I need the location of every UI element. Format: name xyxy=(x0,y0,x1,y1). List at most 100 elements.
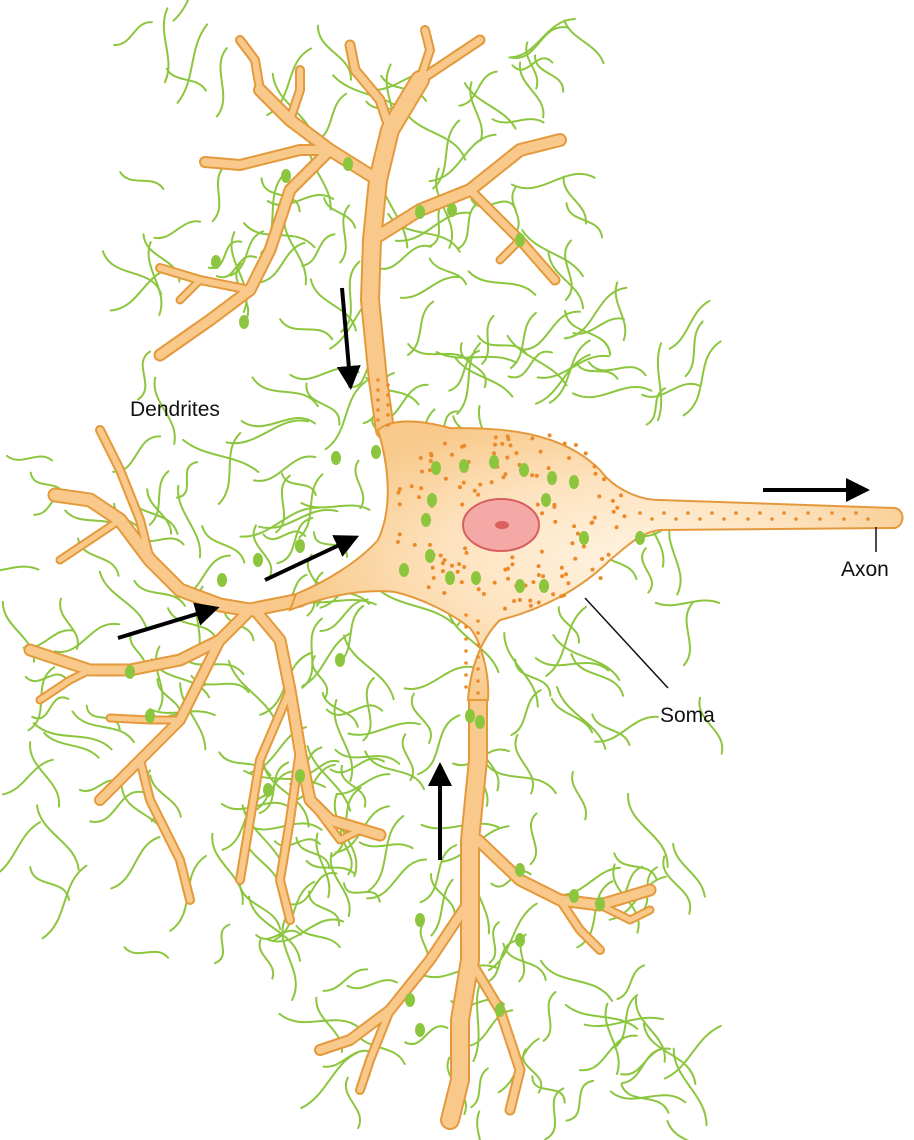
synaptic-fiber xyxy=(324,198,355,228)
cytoplasm-dot xyxy=(450,453,454,457)
synaptic-fiber xyxy=(111,269,174,311)
synaptic-fiber xyxy=(168,608,217,640)
synaptic-fiber xyxy=(377,246,431,269)
dendrite-dot xyxy=(476,667,480,671)
cytoplasm-dot xyxy=(463,546,467,550)
synaptic-fiber xyxy=(301,1053,357,1109)
cytoplasm-dot xyxy=(548,433,552,437)
synaptic-fiber xyxy=(55,624,119,652)
synaptic-knob xyxy=(427,493,437,507)
synaptic-fiber xyxy=(280,319,332,339)
synaptic-fiber xyxy=(564,21,603,64)
synaptic-fiber xyxy=(459,72,496,106)
cytoplasm-dot xyxy=(530,473,534,477)
dendrite-dot xyxy=(386,413,390,417)
synaptic-fiber xyxy=(268,195,334,205)
synaptic-knob xyxy=(331,451,341,465)
synaptic-fiber xyxy=(401,277,459,298)
cytoplasm-dot xyxy=(536,503,540,507)
axon-dot xyxy=(722,517,726,521)
cytoplasm-dot xyxy=(510,555,514,559)
cytoplasm-dot xyxy=(462,565,466,569)
synaptic-knob xyxy=(515,579,525,593)
cytoplasm-dot xyxy=(462,444,466,448)
cytoplasm-dot xyxy=(398,532,402,536)
synaptic-knob xyxy=(489,455,499,469)
synaptic-knob xyxy=(431,461,441,475)
synaptic-fiber xyxy=(567,203,603,237)
cytoplasm-dot xyxy=(432,576,436,580)
cytoplasm-dot xyxy=(493,443,497,447)
axon-dot xyxy=(818,517,822,521)
synaptic-knob xyxy=(465,709,475,723)
cytoplasm-dot xyxy=(398,502,402,506)
axon-dot xyxy=(698,517,702,521)
leader-lines xyxy=(585,527,876,688)
cytoplasm-dot xyxy=(547,466,551,470)
synaptic-fiber xyxy=(621,1049,670,1075)
dendrite-dot xyxy=(386,403,390,407)
cytoplasm-dot xyxy=(531,580,535,584)
synaptic-knob xyxy=(547,471,557,485)
synaptic-fiber xyxy=(642,548,652,592)
synaptic-fiber xyxy=(490,922,499,963)
synaptic-fiber xyxy=(515,735,533,794)
cytoplasm-dot xyxy=(460,503,464,507)
synaptic-fiber xyxy=(249,897,300,961)
dendrite-dot xyxy=(386,393,390,397)
cytoplasm-dot xyxy=(431,566,435,570)
synaptic-fiber xyxy=(229,661,277,725)
cytoplasm-dot xyxy=(597,494,601,498)
synaptic-knob xyxy=(421,513,431,527)
synaptic-fiber xyxy=(667,1121,719,1140)
axon-dot xyxy=(842,517,846,521)
dendrite-dot xyxy=(476,679,480,683)
cytoplasm-dot xyxy=(419,456,423,460)
axon-dot xyxy=(866,517,870,521)
cytoplasm-dot xyxy=(518,598,522,602)
cytoplasm-dot xyxy=(600,557,604,561)
cytoplasm-dot xyxy=(428,543,432,547)
synaptic-fiber xyxy=(606,1004,619,1074)
synaptic-fiber xyxy=(240,885,281,930)
synaptic-knob xyxy=(399,563,409,577)
cytoplasm-dot xyxy=(615,525,619,529)
cytoplasm-dot xyxy=(493,581,497,585)
cytoplasm-dot xyxy=(429,459,433,463)
synaptic-fiber xyxy=(405,667,474,689)
synaptic-fiber xyxy=(611,1092,686,1103)
synaptic-fiber xyxy=(550,341,590,403)
synaptic-knob xyxy=(371,445,381,459)
cytoplasm-dot xyxy=(494,435,498,439)
synaptic-fiber xyxy=(686,322,703,377)
dendrite-dot xyxy=(376,408,380,412)
synaptic-knob xyxy=(217,573,227,587)
synaptic-fiber xyxy=(553,635,619,680)
synaptic-knob xyxy=(471,571,481,585)
synaptic-knob xyxy=(415,1023,425,1037)
cytoplasm-dot xyxy=(530,436,534,440)
cytoplasm-dot xyxy=(443,558,447,562)
axon-dot xyxy=(710,511,714,515)
synaptic-fiber xyxy=(565,288,627,339)
synaptic-fiber xyxy=(580,1036,637,1071)
cytoplasm-dot xyxy=(593,464,597,468)
dendrite-branch xyxy=(140,760,190,900)
cytoplasm-dot xyxy=(504,472,508,476)
synaptic-fiber xyxy=(430,259,466,285)
synaptic-fiber xyxy=(177,462,197,498)
dendrite-dot xyxy=(386,423,390,427)
synaptic-knob xyxy=(579,531,589,545)
synaptic-fiber xyxy=(585,1018,663,1026)
synaptic-fiber xyxy=(456,358,513,396)
synaptic-fiber xyxy=(30,867,69,900)
cytoplasm-dot xyxy=(460,580,464,584)
dendrite-branch xyxy=(110,718,180,720)
synaptic-fiber xyxy=(461,343,486,387)
cytoplasm-dot xyxy=(560,574,564,578)
synaptic-fiber xyxy=(337,774,390,794)
synaptic-knob xyxy=(415,205,425,219)
axon-dot xyxy=(782,511,786,515)
synaptic-fiber xyxy=(684,341,721,415)
synaptic-fiber xyxy=(557,687,605,749)
